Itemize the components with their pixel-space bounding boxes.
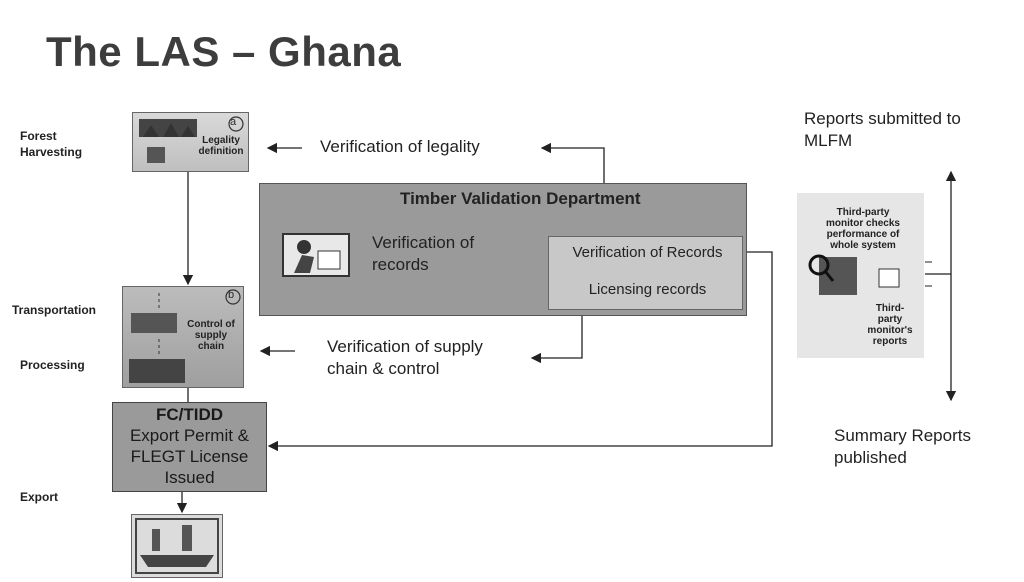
records-line-licensing: Licensing records bbox=[588, 281, 707, 298]
box-b-letter: b bbox=[228, 289, 235, 301]
stage-forest-harvesting: Forest Harvesting bbox=[20, 129, 83, 159]
tvd-verification-of-records: Verification of records bbox=[372, 233, 475, 274]
forest-icon bbox=[139, 116, 244, 163]
box-a-label: Legality definition bbox=[198, 135, 244, 157]
stage-export: Export bbox=[20, 490, 59, 504]
third-party-bottom-text: Third- party monitor's reports bbox=[867, 303, 913, 347]
box-a-letter: a bbox=[230, 116, 237, 128]
fc-tidd-body: Export Permit & FLEGT License Issued bbox=[129, 426, 250, 487]
supply-chain-image: b Control of supply chain bbox=[122, 286, 244, 388]
fc-tidd-heading: FC/TIDD bbox=[155, 405, 224, 424]
stage-transportation: Transportation bbox=[12, 303, 97, 317]
logs-icon bbox=[129, 289, 241, 383]
records-box bbox=[548, 236, 743, 310]
inspector-icon bbox=[282, 233, 350, 277]
fc-tidd-box bbox=[112, 402, 267, 492]
export-port-image bbox=[131, 514, 223, 578]
summary-reports-label: Summary Reports published bbox=[834, 426, 971, 467]
arrow-tvd-to-supply bbox=[530, 311, 583, 364]
third-party-monitor-panel: Third-party monitor checks performance o… bbox=[797, 193, 924, 358]
reports-submitted-label: Reports submitted to MLFM bbox=[804, 109, 961, 150]
verification-of-supply-chain-label: Verification of supply chain & control bbox=[327, 337, 483, 378]
page-title: The LAS – Ghana bbox=[46, 28, 402, 75]
fc-tidd-text: FC/TIDD Export Permit & FLEGT License Is… bbox=[112, 404, 267, 488]
arrow-records-to-fc bbox=[267, 251, 773, 452]
arrow-tvd-to-legality bbox=[540, 142, 605, 183]
ship-icon bbox=[135, 518, 219, 574]
third-party-top-text: Third-party monitor checks performance o… bbox=[826, 207, 900, 251]
records-line-verification: Verification of Records bbox=[572, 244, 723, 261]
box-b-label: Control of supply chain bbox=[187, 319, 235, 352]
legality-definition-image: a Legality definition bbox=[132, 112, 249, 172]
magnifier-icon bbox=[808, 254, 900, 295]
tvd-title: Timber Validation Department bbox=[400, 189, 641, 208]
stage-processing: Processing bbox=[20, 358, 85, 372]
verification-of-legality-label: Verification of legality bbox=[320, 137, 480, 156]
